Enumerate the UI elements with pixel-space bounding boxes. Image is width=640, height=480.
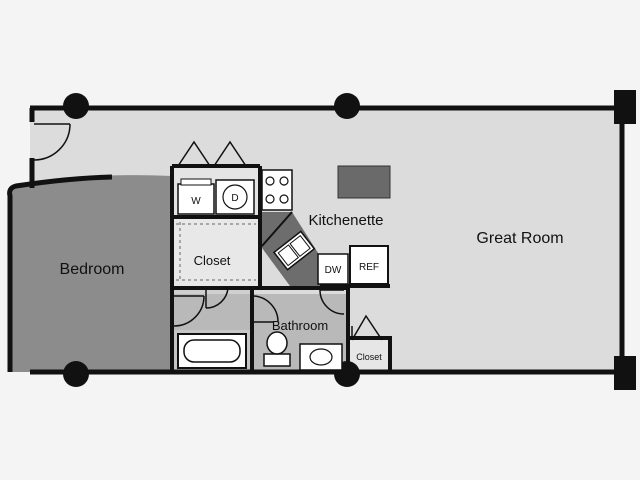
dishwasher-label: DW [325, 265, 342, 276]
bathroom-label: Bathroom [272, 318, 328, 333]
washer: W [177, 178, 215, 215]
kitchen-sink [272, 230, 316, 271]
outer-walls [7, 105, 625, 375]
closet-shelf-lines [176, 222, 256, 282]
refrigerator-label: REF [359, 262, 379, 273]
column [614, 356, 636, 390]
stove [261, 169, 293, 211]
washer-label: W [191, 196, 201, 207]
bathroom-door [253, 289, 345, 323]
toilet [263, 331, 291, 367]
bathtub [177, 333, 247, 369]
small-closet-label: Closet [356, 352, 382, 362]
bath-sink [299, 343, 343, 371]
bedroom-door [173, 295, 205, 327]
kitchenette-label: Kitchenette [308, 212, 383, 229]
dryer: D [215, 179, 255, 215]
bedroom-floor [7, 175, 172, 372]
dishwasher: DW [317, 253, 349, 285]
dryer-label: D [231, 193, 238, 204]
refrigerator: REF [349, 245, 389, 285]
kitchen-island [337, 165, 391, 199]
column [334, 93, 360, 119]
entry-door [33, 123, 71, 161]
structural-columns [63, 90, 636, 390]
small-closet-door [351, 314, 383, 341]
closet-door [205, 287, 229, 309]
column [63, 361, 89, 387]
great-room-label: Great Room [476, 230, 563, 247]
laundry-bifold-doors [177, 140, 247, 167]
column [614, 90, 636, 124]
closet-label: Closet [194, 253, 231, 268]
column [63, 93, 89, 119]
closet-floor [174, 218, 258, 286]
interior-walls [170, 164, 392, 372]
bedroom-label: Bedroom [60, 261, 125, 278]
